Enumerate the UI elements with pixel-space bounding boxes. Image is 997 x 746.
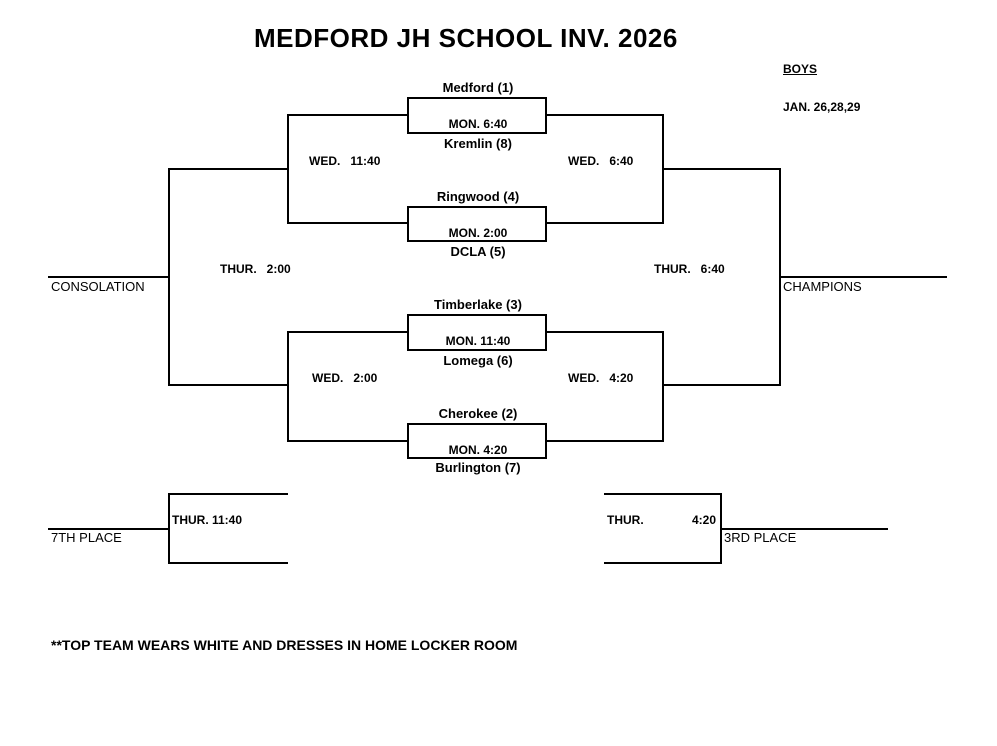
semifinal-time-upper-right: WED. 6:40 [568, 154, 634, 168]
page-title: MEDFORD JH SCHOOL INV. 2026 [254, 23, 678, 53]
tournament-dates: JAN. 26,28,29 [783, 100, 861, 114]
game-time: MON. 4:20 [448, 443, 508, 457]
game-time: MON. 2:00 [448, 226, 508, 240]
semifinal-time-upper-left: WED. 11:40 [309, 154, 381, 168]
team-top: Timberlake (3) [434, 297, 522, 312]
team-top: Ringwood (4) [436, 189, 520, 204]
team-bottom: Kremlin (8) [444, 136, 512, 151]
third-place-day: THUR. [607, 513, 644, 527]
third-place-time: 4:20 [692, 513, 717, 527]
seventh-place-label: 7TH PLACE [51, 530, 122, 545]
game-time: MON. 11:40 [445, 334, 511, 348]
consolation-label: CONSOLATION [51, 279, 145, 294]
team-bottom: Lomega (6) [443, 353, 513, 368]
game-time: MON. 6:40 [448, 117, 508, 131]
team-bottom: DCLA (5) [450, 244, 506, 259]
champions-label: CHAMPIONS [783, 279, 862, 294]
team-top: Cherokee (2) [438, 406, 518, 421]
third-place-label: 3RD PLACE [724, 530, 797, 545]
seventh-place-time: THUR. 11:40 [172, 513, 243, 527]
footnote: **TOP TEAM WEARS WHITE AND DRESSES IN HO… [51, 637, 518, 653]
team-top: Medford (1) [442, 80, 514, 95]
division-label: BOYS [783, 62, 818, 76]
championship-time: THUR. 6:40 [654, 262, 725, 276]
semifinal-time-lower-right: WED. 4:20 [568, 371, 634, 385]
team-bottom: Burlington (7) [435, 460, 521, 475]
consolation-time: THUR. 2:00 [220, 262, 291, 276]
semifinal-time-lower-left: WED. 2:00 [312, 371, 378, 385]
